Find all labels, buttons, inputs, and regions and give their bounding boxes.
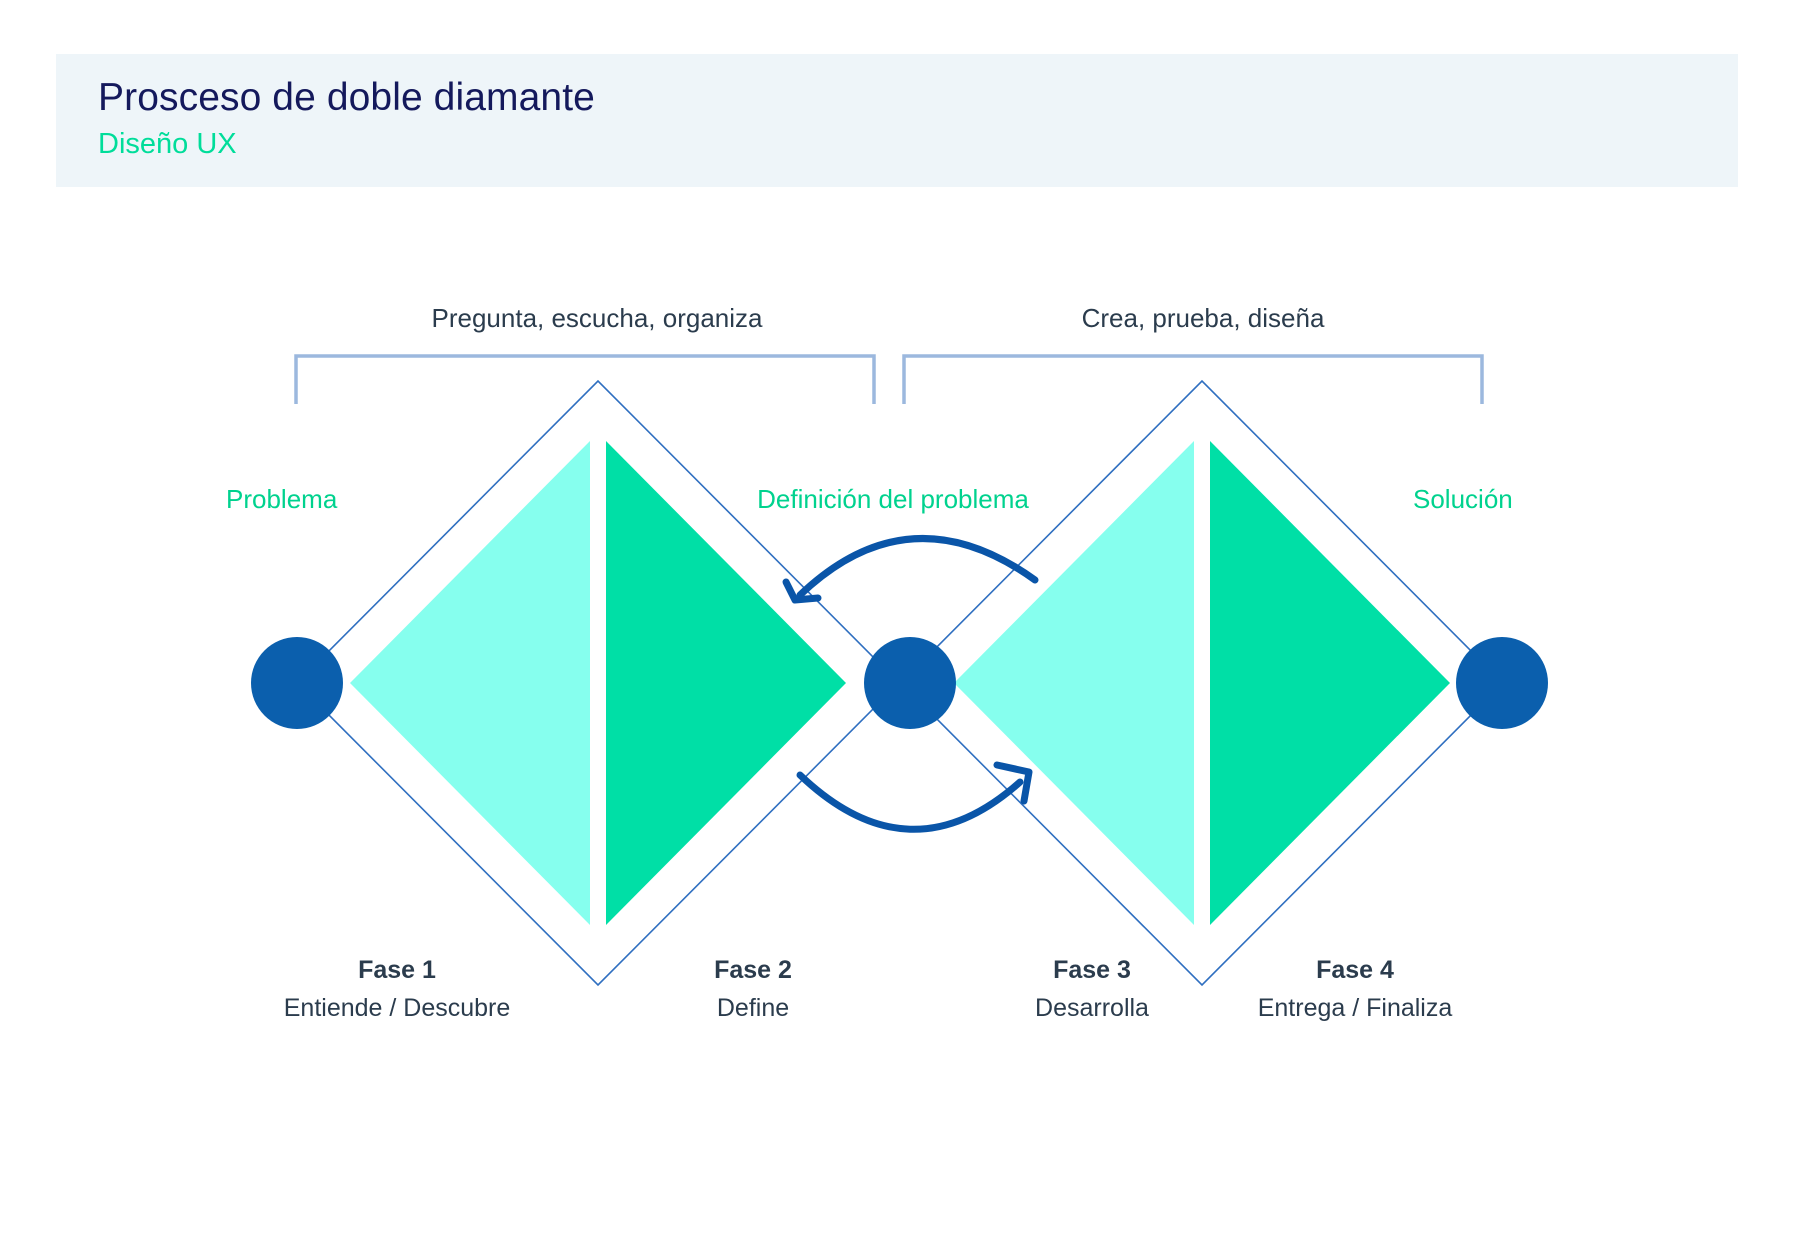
stage-label-definicion: Definición del problema <box>757 484 1029 514</box>
iterate-back-arrow <box>782 534 1039 604</box>
bracket-label-discover: Pregunta, escucha, organiza <box>431 303 763 333</box>
stage-label-solucion: Solución <box>1413 484 1513 514</box>
phase-3-title: Fase 3 <box>1053 956 1131 984</box>
phase-3-subtitle: Desarrolla <box>1035 994 1149 1022</box>
page-subtitle: Diseño UX <box>98 128 237 160</box>
page-title: Prosceso de doble diamante <box>98 76 595 119</box>
start-node[interactable] <box>251 637 343 729</box>
phase-2-title: Fase 2 <box>714 956 792 984</box>
header-band <box>56 54 1738 187</box>
phase-4: Fase 4 Entrega / Finaliza <box>1258 953 1453 1029</box>
phase-1: Fase 1 Entiende / Descubre <box>284 953 511 1029</box>
phase-2: Fase 2 Define <box>714 953 792 1029</box>
phase1-triangle <box>350 441 590 925</box>
phase-4-subtitle: Entrega / Finaliza <box>1257 994 1453 1022</box>
phase-4-title: Fase 4 <box>1316 956 1394 984</box>
phase-3: Fase 3 Desarrolla <box>1035 953 1149 1029</box>
phase3-triangle <box>954 441 1194 925</box>
bracket-left-path <box>294 354 876 404</box>
phase-2-subtitle: Define <box>716 994 790 1022</box>
bracket-left <box>294 354 876 404</box>
stage-label-problema: Problema <box>226 484 338 514</box>
phase4-triangle <box>1210 441 1450 925</box>
bracket-label-develop: Crea, prueba, diseña <box>1081 303 1325 333</box>
phase-1-subtitle: Entiende / Descubre <box>283 994 511 1022</box>
middle-node[interactable] <box>864 637 956 729</box>
bracket-right-path <box>902 354 1484 404</box>
phase2-triangle <box>606 441 846 925</box>
phase-1-title: Fase 1 <box>358 956 436 984</box>
bracket-right <box>902 354 1484 404</box>
iterate-forward-arrow <box>796 761 1033 833</box>
end-node[interactable] <box>1456 637 1548 729</box>
